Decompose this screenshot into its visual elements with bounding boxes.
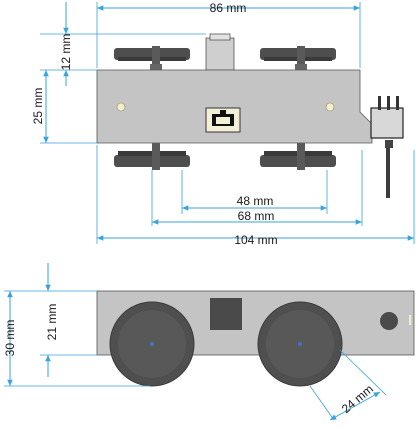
top-view: 86 mm 12 mm 25 mm 48 mm 68 mm 104 mm <box>31 1 415 247</box>
center-switch <box>205 107 241 133</box>
indicator-hole <box>380 312 398 330</box>
wheel-side-right <box>257 301 343 387</box>
side-view: 30 mm 21 mm 24 mm <box>3 263 415 421</box>
dim-label-25: 25 mm <box>31 88 45 125</box>
motor-cap <box>209 33 231 41</box>
axle-center-left <box>150 342 154 346</box>
dim-label-68: 68 mm <box>238 209 275 223</box>
motor-housing <box>205 37 235 71</box>
mount-hole-left <box>116 102 126 112</box>
connector-pins <box>370 96 404 198</box>
dim-label-30: 30 mm <box>3 320 17 357</box>
dim-label-21: 21 mm <box>45 304 59 341</box>
dim-label-24: 24 mm <box>339 382 376 416</box>
wheel-top-left <box>114 46 190 72</box>
dim-label-12: 12 mm <box>59 34 73 71</box>
wheel-bottom-left <box>114 143 190 170</box>
dim-label-48: 48 mm <box>237 194 274 208</box>
mount-hole-right <box>325 102 335 112</box>
side-pin <box>409 315 411 325</box>
axle-center-right <box>298 342 302 346</box>
wheel-side-left <box>109 301 195 387</box>
motor-side <box>210 298 242 330</box>
dim-label-86: 86 mm <box>210 1 247 15</box>
wheel-bottom-right <box>260 143 336 170</box>
wheel-top-right <box>260 46 336 72</box>
dim-label-104: 104 mm <box>234 233 277 247</box>
